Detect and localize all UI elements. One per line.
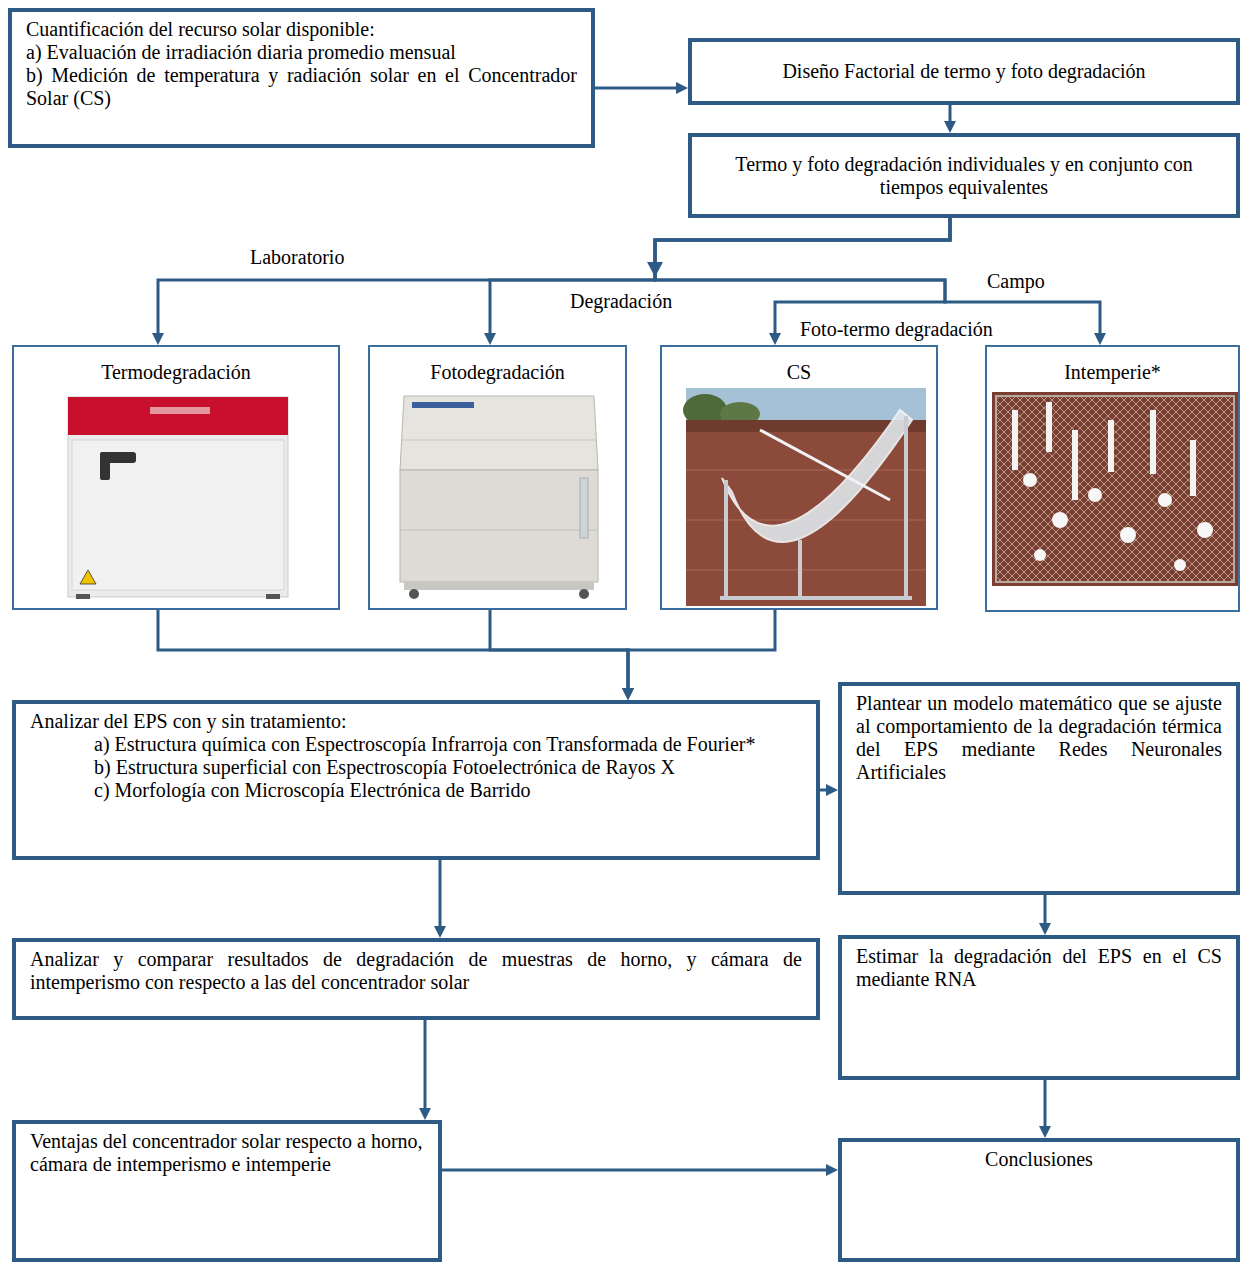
flow-arrow	[820, 789, 830, 792]
box-text: b) Estructura superficial con Espectrosc…	[30, 756, 802, 779]
branch-label: Laboratorio	[248, 246, 346, 269]
box-text: Termo y foto degradación individuales y …	[706, 153, 1222, 199]
process-box: Termo y foto degradación individuales y …	[688, 133, 1240, 218]
box-text: Analizar y comparar resultados de degrad…	[30, 948, 802, 994]
flow-arrow	[424, 1020, 427, 1112]
box-text: a) Estructura química con Espectroscopía…	[30, 733, 802, 756]
flow-arrow	[1044, 895, 1047, 927]
image-panel: Intemperie*	[985, 345, 1240, 612]
box-text: Diseño Factorial de termo y foto degrada…	[706, 60, 1222, 83]
flow-arrow	[158, 610, 628, 692]
process-box: Estimar la degradación del EPS en el CS …	[838, 935, 1240, 1080]
branch-label: Degradación	[568, 290, 674, 313]
process-box: Analizar y comparar resultados de degrad…	[12, 938, 820, 1020]
box-text: a) Evaluación de irradiación diaria prom…	[26, 41, 577, 64]
box-text: Termodegradación	[101, 361, 251, 384]
flow-arrow	[949, 105, 952, 125]
weathering-chamber-illustration	[400, 396, 598, 599]
image-panel: CS	[660, 345, 938, 610]
flow-arrow	[628, 610, 775, 692]
flow-arrow	[439, 860, 442, 930]
flow-arrow	[442, 1169, 830, 1172]
process-box: Diseño Factorial de termo y foto degrada…	[688, 38, 1240, 105]
oven-illustration	[68, 397, 288, 599]
outdoor-exposure-photo	[992, 392, 1238, 586]
box-text: Estimar la degradación del EPS en el CS …	[856, 945, 1222, 991]
solar-concentrator-photo	[683, 388, 926, 606]
process-box: Plantear un modelo matemático que se aju…	[838, 682, 1240, 895]
process-box: Ventajas del concentrador solar respecto…	[12, 1120, 442, 1262]
box-text: Plantear un modelo matemático que se aju…	[856, 692, 1222, 784]
box-text: CS	[787, 361, 811, 384]
box-text: Intemperie*	[1064, 361, 1161, 384]
process-box: Analizar del EPS con y sin tratamiento:a…	[12, 700, 820, 860]
box-text: Fotodegradación	[430, 361, 564, 384]
box-text: Conclusiones	[856, 1148, 1222, 1171]
box-text: Cuantificación del recurso solar disponi…	[26, 18, 577, 41]
process-box: Conclusiones	[838, 1138, 1240, 1262]
branch-label: Campo	[985, 270, 1047, 293]
process-box: Cuantificación del recurso solar disponi…	[8, 8, 595, 148]
image-panel: Fotodegradación	[368, 345, 627, 610]
box-text: Ventajas del concentrador solar respecto…	[30, 1130, 424, 1176]
box-text: b) Medición de temperatura y radiación s…	[26, 64, 577, 110]
branch-label: Foto-termo degradación	[798, 318, 995, 341]
box-text: c) Morfología con Microscopía Electrónic…	[30, 779, 802, 802]
flow-arrow	[595, 87, 680, 90]
flow-arrow	[490, 610, 628, 692]
image-panel: Termodegradación	[12, 345, 340, 610]
box-text: Analizar del EPS con y sin tratamiento:	[30, 710, 802, 733]
flow-arrow	[1044, 1080, 1047, 1130]
